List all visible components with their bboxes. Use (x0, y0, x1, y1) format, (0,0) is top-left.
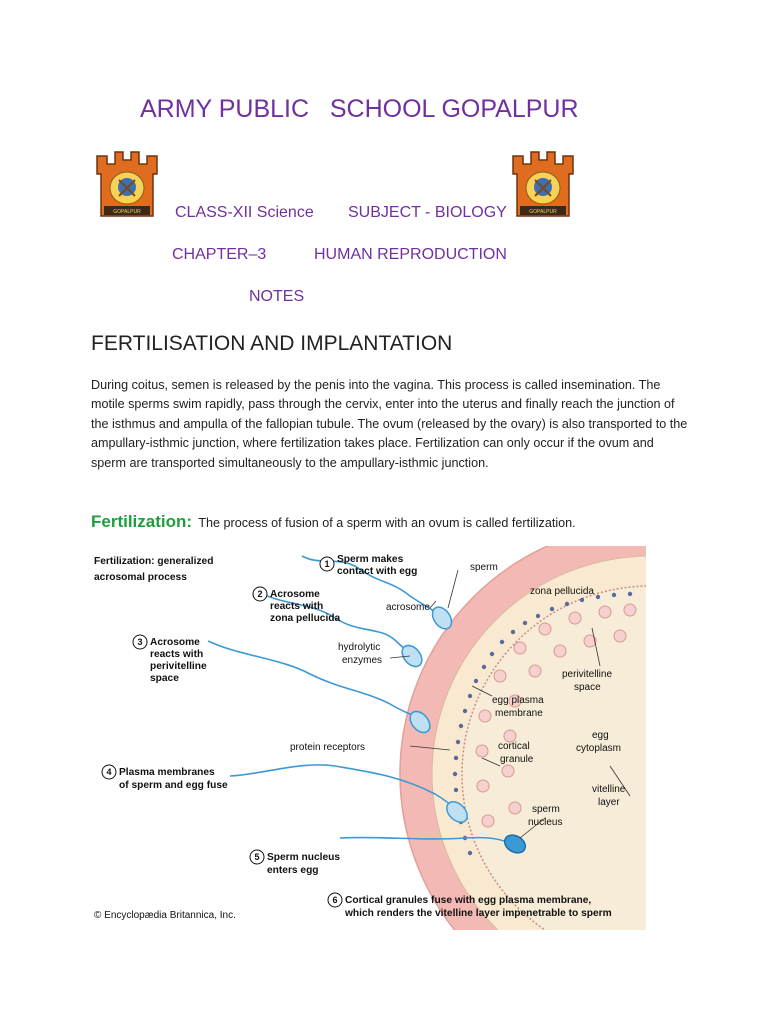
label-cytoplasm: cytoplasm (576, 743, 621, 754)
step-number: 6 (332, 895, 337, 905)
step-6: 6 Cortical granules fuse with egg plasma… (327, 892, 612, 919)
sperm-head-5 (503, 834, 527, 854)
step-text: Acrosome (150, 637, 200, 648)
cortical-granules (475, 603, 637, 828)
step-text: reacts with (270, 601, 323, 612)
step-3: 3 Acrosome reacts with perivitelline spa… (132, 634, 207, 684)
label-egg: egg (592, 730, 609, 741)
army-crest-icon: GOPALPUR (512, 151, 574, 217)
step-number: 1 (324, 559, 329, 569)
notes-label: NOTES (249, 288, 305, 305)
step-2: 2 Acrosome reacts with zona pellucida (252, 586, 341, 624)
label-sperm-nucleus-1: sperm (532, 804, 560, 815)
step-4: 4 Plasma membranes of sperm and egg fuse (101, 764, 228, 791)
army-crest-icon: GOPALPUR (96, 151, 158, 217)
step-text: of sperm and egg fuse (119, 780, 228, 791)
step-text: zona pellucida (270, 613, 341, 624)
label-sperm-nucleus-2: nucleus (528, 817, 562, 828)
sperm-tails (207, 555, 505, 842)
label-zona-pellucida: zona pellucida (530, 586, 594, 597)
fertilization-term: Fertilization: (91, 512, 193, 531)
label-perivitelline: perivitelline (562, 669, 612, 680)
figure-credit: © Encyclopædia Britannica, Inc. (94, 910, 236, 921)
step-5: 5 Sperm nucleus enters egg (249, 849, 340, 876)
logo-text: GOPALPUR (529, 209, 557, 215)
label-space: space (574, 682, 601, 693)
step-number: 4 (106, 767, 111, 777)
fertilization-definition: Fertilization: The process of fusion of … (91, 512, 711, 532)
step-text: space (150, 673, 179, 684)
label-protein-receptors: protein receptors (290, 742, 365, 753)
step-text: which renders the vitelline layer impene… (344, 908, 612, 919)
intro-paragraph: During coitus, semen is released by the … (91, 378, 688, 470)
step-text: Acrosome (270, 589, 320, 600)
step-text: Cortical granules fuse with egg plasma m… (345, 895, 591, 906)
definition-text: The process of fusion of a sperm with an… (198, 516, 576, 530)
step-1: 1 Sperm makes contact with egg (319, 554, 417, 577)
step-text: reacts with (150, 649, 203, 660)
label-enzymes: enzymes (342, 655, 382, 666)
step-text: Plasma membranes (119, 767, 215, 778)
logo-text: GOPALPUR (113, 209, 141, 215)
label-acrosome: acrosome (386, 602, 430, 613)
subject-label: SUBJECT - BIOLOGY (348, 204, 507, 221)
figure-title-line2: acrosomal process (94, 572, 187, 583)
class-label: CLASS-XII Science (175, 204, 314, 221)
sperm-head-3 (409, 710, 431, 734)
step-text: contact with egg (337, 566, 417, 577)
sperm-heads (401, 606, 527, 854)
label-vitelline: vitelline (592, 784, 626, 795)
leader-lines (389, 569, 631, 839)
label-sperm: sperm (470, 562, 498, 573)
section-heading: FERTILISATION AND IMPLANTATION (91, 332, 453, 355)
label-egg-plasma: egg plasma (492, 695, 544, 706)
step-number: 2 (257, 589, 262, 599)
sperm-head-1 (431, 606, 453, 630)
step-number: 5 (254, 852, 259, 862)
label-hydrolytic: hydrolytic (338, 642, 380, 653)
egg-cell (399, 546, 646, 930)
step-number: 3 (137, 637, 142, 647)
fertilization-diagram: Fertilization: generalized acrosomal pro… (94, 546, 646, 930)
step-text: enters egg (267, 865, 319, 876)
label-cortical: cortical (498, 741, 530, 752)
label-granule: granule (500, 754, 534, 765)
school-title: ARMY PUBLIC SCHOOL GOPALPUR (140, 95, 579, 123)
chapter-label: CHAPTER–3 (172, 246, 267, 263)
sperm-head-2 (401, 644, 423, 668)
chapter-title: HUMAN REPRODUCTION (314, 246, 507, 263)
label-membrane: membrane (495, 708, 543, 719)
step-text: perivitelline (150, 661, 207, 672)
sperm-head-4 (446, 801, 468, 823)
step-text: Sperm makes (337, 554, 404, 565)
figure-title-line1: Fertilization: generalized (94, 556, 213, 567)
step-text: Sperm nucleus (267, 852, 340, 863)
label-layer: layer (598, 797, 620, 808)
